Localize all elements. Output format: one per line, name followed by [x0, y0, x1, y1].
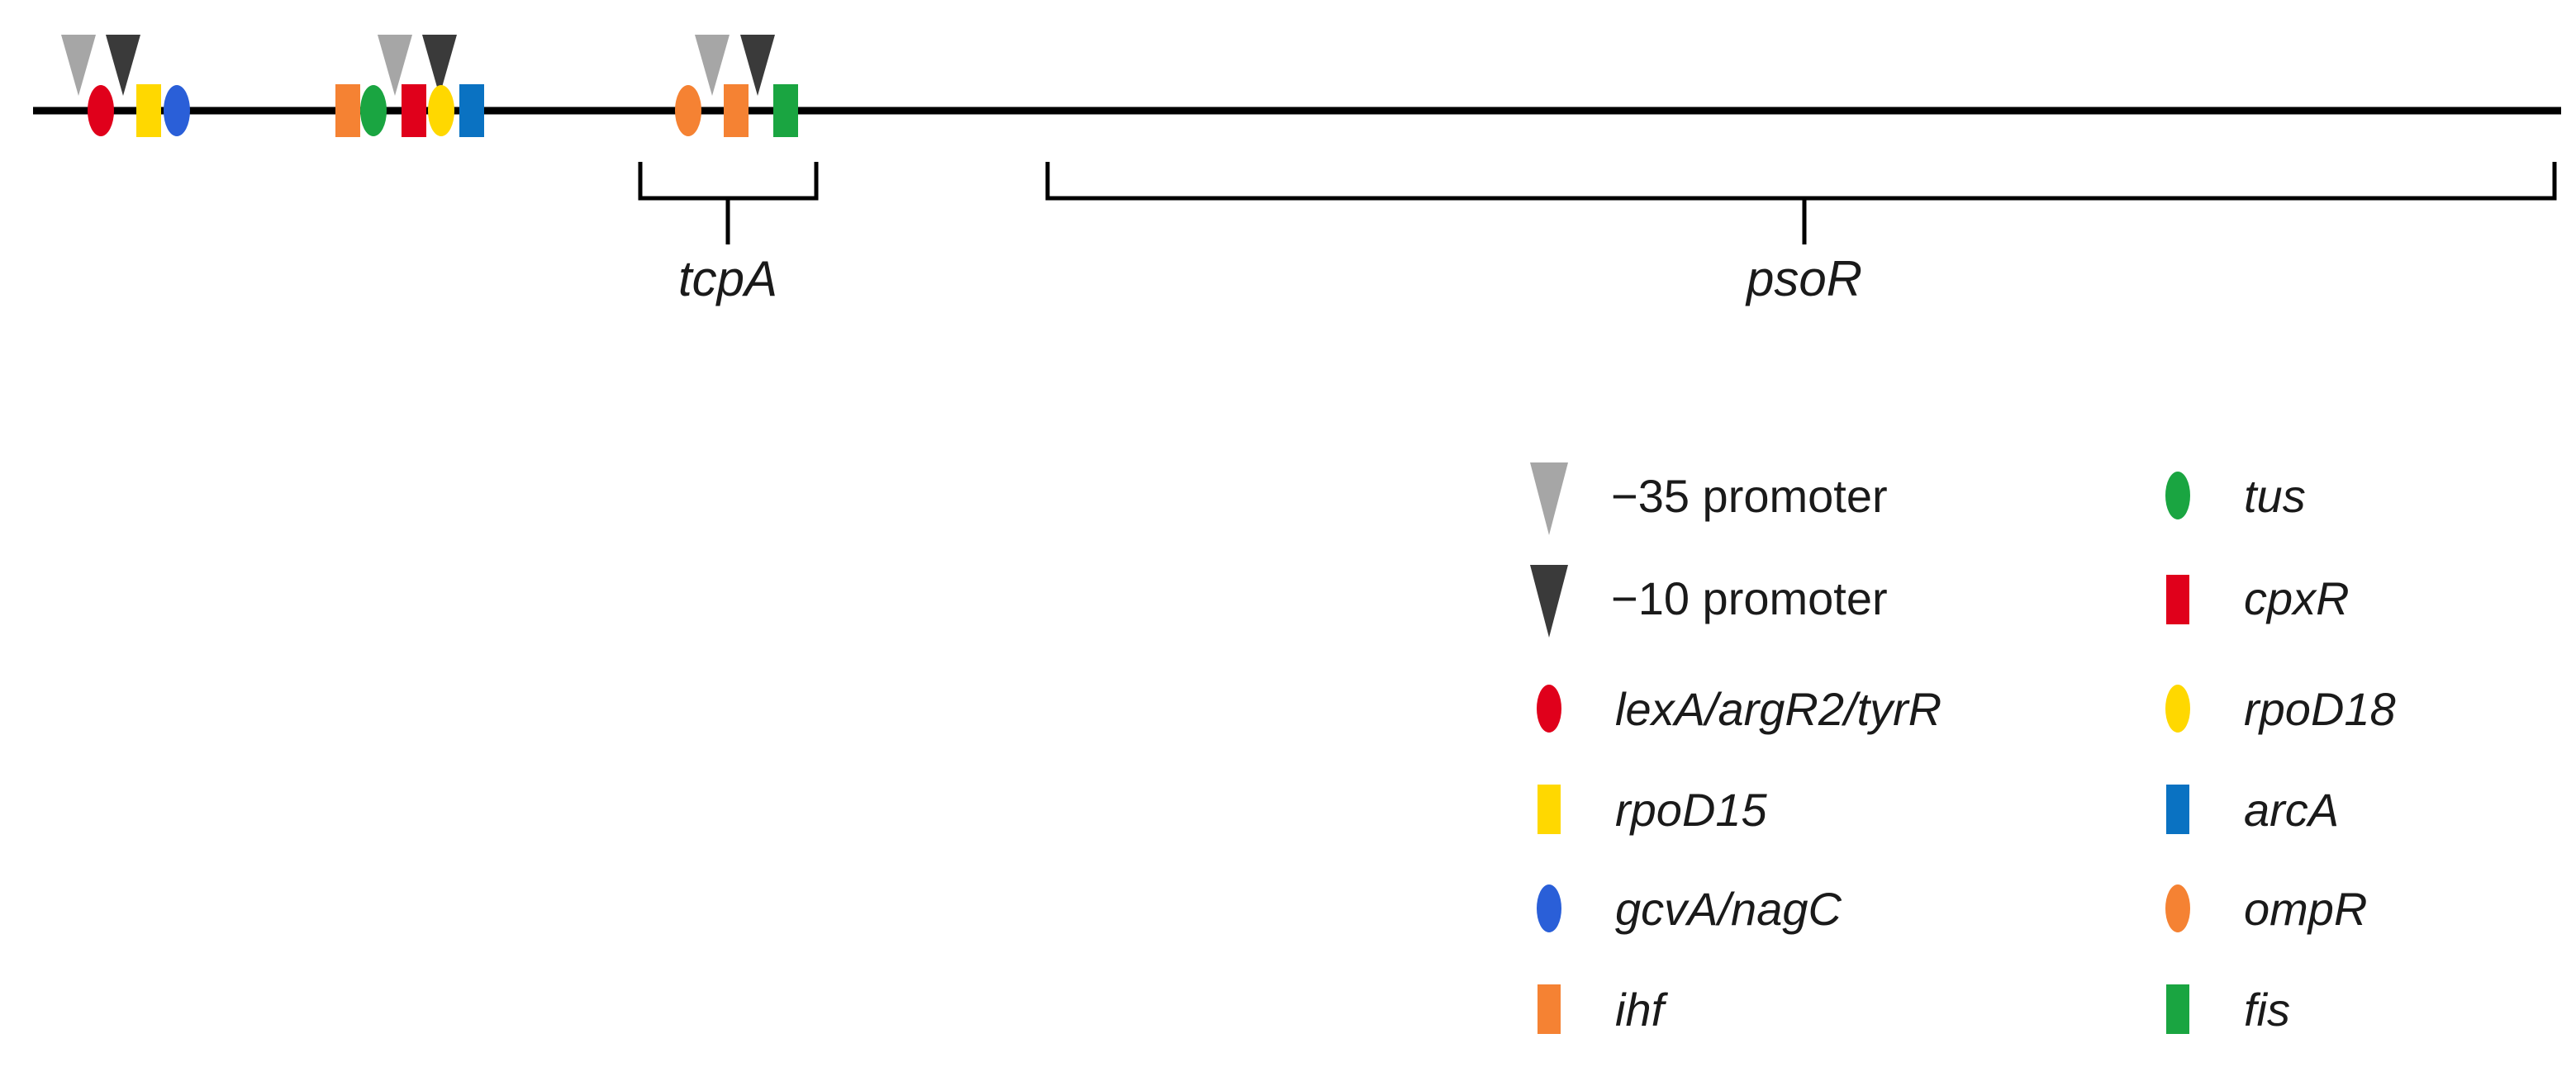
minus35-promoter-marker	[378, 35, 412, 96]
psor-region-bracket: psoR	[1045, 162, 2557, 306]
tcpa-label: tcpA	[678, 251, 777, 306]
ihf-legend-icon	[1538, 984, 1561, 1034]
legend-label-minus10: −10 promoter	[1611, 572, 1888, 624]
rpod18-site	[428, 85, 454, 136]
lexa-argr2-tyrr-legend-icon	[1537, 685, 1561, 733]
arca-legend-icon	[2166, 785, 2189, 834]
minus35-promoter-marker	[695, 35, 730, 96]
binding-site-cluster-2	[335, 35, 484, 137]
legend-label-cpxr: cpxR	[2244, 572, 2350, 624]
cpxr-site	[402, 84, 426, 137]
minus35-promoter-legend-icon	[1530, 462, 1568, 535]
minus10-promoter-marker	[740, 35, 775, 96]
legend-label-rpod15: rpoD15	[1615, 784, 1768, 836]
tus-legend-icon	[2165, 472, 2190, 519]
legend-label-lexa-argr2-tyrr: lexA/argR2/tyrR	[1615, 683, 1942, 735]
legend-label-ihf: ihf	[1615, 984, 1669, 1036]
legend-label-gcva-nagc: gcvA/nagC	[1615, 883, 1842, 935]
tcpa-region-bracket: tcpA	[638, 162, 819, 306]
rpod18-legend-icon	[2165, 685, 2190, 733]
minus10-promoter-marker	[422, 35, 457, 96]
legend-label-rpod18: rpoD18	[2244, 683, 2396, 735]
lexa-argr2-tyrr-site	[88, 85, 114, 136]
legend-label-minus35: −35 promoter	[1611, 470, 1888, 522]
tus-site	[360, 85, 387, 136]
bracket-line	[1045, 162, 2557, 244]
rpod15-legend-icon	[1538, 785, 1561, 834]
binding-site-cluster-1	[61, 35, 190, 137]
gcva-nagc-site	[164, 85, 190, 136]
fis-legend-icon	[2166, 984, 2189, 1034]
legend-label-ompr: ompR	[2244, 883, 2367, 935]
rpod15-site	[136, 84, 161, 137]
ihf-site	[335, 84, 360, 137]
minus35-promoter-marker	[61, 35, 96, 96]
minus10-promoter-legend-icon	[1530, 565, 1568, 638]
minus10-promoter-marker	[106, 35, 140, 96]
psor-label: psoR	[1745, 251, 1862, 306]
ompr-site	[675, 85, 701, 136]
legend-label-arca: arcA	[2244, 784, 2339, 836]
gcva-nagc-legend-icon	[1537, 884, 1561, 932]
legend-label-fis: fis	[2244, 984, 2290, 1036]
legend-label-tus: tus	[2244, 470, 2306, 522]
ihf-site	[724, 84, 749, 137]
cpxr-legend-icon	[2166, 575, 2189, 624]
binding-site-cluster-3	[675, 35, 798, 137]
arca-site	[459, 84, 484, 137]
bracket-line	[638, 162, 819, 244]
fis-site	[773, 84, 798, 137]
ompr-legend-icon	[2165, 884, 2190, 932]
legend: −35 promoter −10 promoter lexA/argR2/tyr…	[1530, 462, 2396, 1036]
